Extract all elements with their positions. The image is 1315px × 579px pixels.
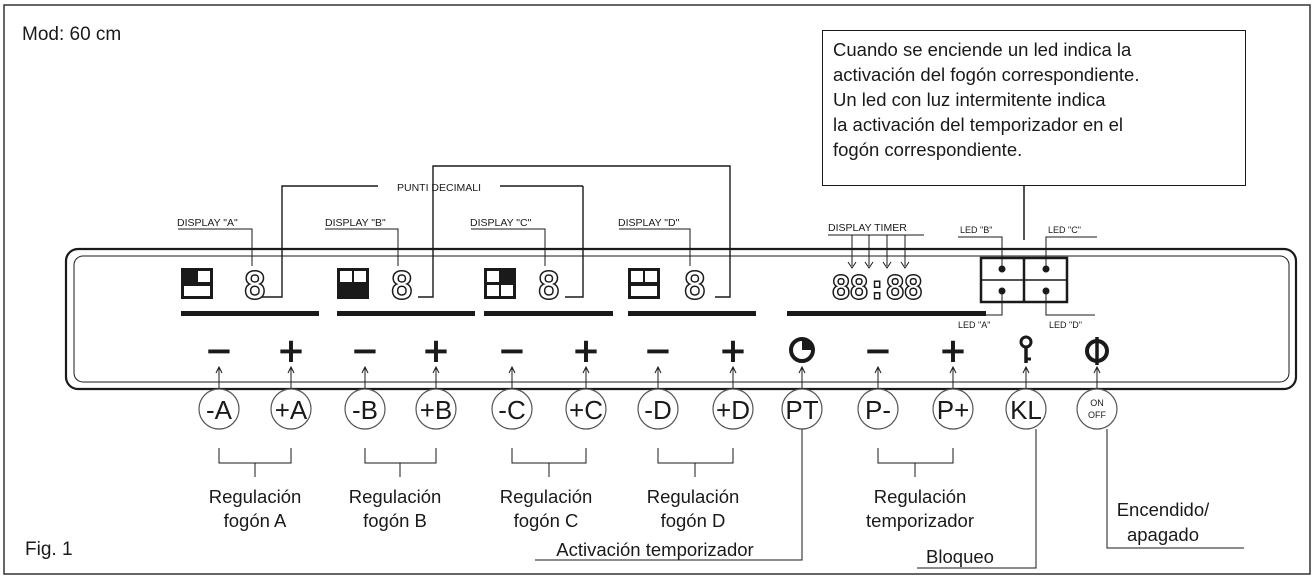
minus-a-button-label: -A <box>206 395 233 425</box>
display-c-label: DISPLAY "C" <box>470 217 532 229</box>
plus-c-button-label: +C <box>569 395 603 425</box>
minus-b-button[interactable] <box>344 388 386 430</box>
key-lock-icon <box>1019 335 1033 363</box>
plus-a-button-label: +A <box>275 395 308 425</box>
plus-b-symbol: + <box>422 331 451 371</box>
timer-ticks <box>828 234 924 269</box>
minus-c-symbol: − <box>498 331 527 371</box>
reg-b-line2: fogón B <box>363 510 427 531</box>
plus-d-symbol: + <box>719 331 748 371</box>
lower-brackets <box>218 429 1244 569</box>
timer-plus-button[interactable] <box>932 388 974 430</box>
minus-c-button-label: -C <box>498 395 525 425</box>
reg-a-line2: fogón A <box>224 510 287 531</box>
on-off-button[interactable] <box>1076 388 1118 430</box>
minus-d-button[interactable] <box>637 388 679 430</box>
encendido-line1: Encendido/ <box>1117 499 1210 520</box>
note-line: fogón correspondiente. <box>833 139 1023 160</box>
plus-d-button-label: +D <box>716 395 750 425</box>
timer-plus-button-label: P+ <box>937 395 970 425</box>
minus-c-button[interactable] <box>491 388 533 430</box>
plus-c-symbol: + <box>572 331 601 371</box>
timer-display: 88:88 <box>832 271 922 306</box>
minus-b-symbol: − <box>351 331 380 371</box>
note-line: Un led con luz intermitente indica <box>833 89 1106 110</box>
minus-b-button-label: -B <box>352 395 378 425</box>
reg-timer-line1: Regulación <box>874 486 967 507</box>
bloqueo-label: Bloqueo <box>926 546 994 567</box>
reg-c-line1: Regulación <box>500 486 593 507</box>
led-c-label: LED "C" <box>1048 225 1081 235</box>
separator-bars <box>181 311 986 316</box>
display-d-label: DISPLAY "D" <box>618 217 680 229</box>
note-line: activación del fogón correspondiente. <box>833 64 1140 85</box>
reg-d-line2: fogón D <box>661 510 726 531</box>
encendido-line2: apagado <box>1127 524 1199 545</box>
display-labels: DISPLAY "A" DISPLAY "B" DISPLAY "C" DISP… <box>177 217 680 229</box>
led-a-label: LED "A" <box>958 320 990 330</box>
control-panel-inner <box>73 255 1290 383</box>
plus-d-button[interactable] <box>712 388 754 430</box>
led-block <box>958 236 1097 316</box>
plus-b-button[interactable] <box>415 388 457 430</box>
display-a-digit: 8 <box>244 266 266 307</box>
button-leader-lines <box>215 365 1101 390</box>
zone-c-indicator <box>484 268 516 299</box>
display-timer-label: DISPLAY TIMER <box>828 222 907 234</box>
minus-a-symbol: − <box>205 331 234 371</box>
timer-clock-icon <box>789 337 815 363</box>
reg-d-line1: Regulación <box>647 486 740 507</box>
display-d-digit: 8 <box>684 266 706 307</box>
display-b-digit: 8 <box>391 266 413 307</box>
zone-d-indicator <box>628 268 660 299</box>
display-a-label: DISPLAY "A" <box>177 217 238 229</box>
led-a <box>998 287 1006 295</box>
on-label: ON <box>1090 398 1104 408</box>
pt-button-label: PT <box>785 395 818 425</box>
control-panel-outer <box>64 247 1298 391</box>
plus-a-symbol: + <box>277 331 306 371</box>
activacion-label: Activación temporizador <box>556 539 753 560</box>
reg-c-line2: fogón C <box>514 510 579 531</box>
led-info-note: Cuando se enciende un led indica la acti… <box>822 30 1246 186</box>
figure-label: Fig. 1 <box>25 539 73 560</box>
key-lock-button[interactable] <box>1005 388 1047 430</box>
power-icon <box>1085 337 1109 365</box>
zone-a-indicator <box>181 268 213 299</box>
led-c <box>1042 265 1050 273</box>
off-label: OFF <box>1088 410 1106 420</box>
reg-b-line1: Regulación <box>349 486 442 507</box>
figure-frame <box>3 4 1311 575</box>
punti-decimali-brackets <box>260 165 731 298</box>
display-c-digit: 8 <box>538 266 560 307</box>
minus-d-symbol: − <box>644 331 673 371</box>
led-b <box>998 265 1006 273</box>
minus-timer-symbol: − <box>864 331 893 371</box>
model-label: Mod: 60 cm <box>22 24 121 45</box>
led-d-label: LED "D" <box>1049 320 1082 330</box>
punti-decimali-label: PUNTI DECIMALI <box>397 182 481 194</box>
zone-b-indicator <box>337 268 369 299</box>
kl-button-label: KL <box>1010 395 1042 425</box>
reg-timer-line2: temporizador <box>866 510 974 531</box>
plus-b-button-label: +B <box>420 395 453 425</box>
display-b-label: DISPLAY "B" <box>325 217 386 229</box>
plus-c-button[interactable] <box>565 388 607 430</box>
led-d <box>1042 287 1050 295</box>
reg-a-line1: Regulación <box>209 486 302 507</box>
minus-d-button-label: -D <box>644 395 671 425</box>
note-line: la activación del temporizador en el <box>833 114 1123 135</box>
minus-a-button[interactable] <box>198 388 240 430</box>
led-b-label: LED "B" <box>960 225 992 235</box>
plus-a-button[interactable] <box>270 388 312 430</box>
timer-minus-button-label: P- <box>865 395 891 425</box>
note-line: Cuando se enciende un led indica la <box>833 39 1132 60</box>
timer-minus-button[interactable] <box>857 388 899 430</box>
plus-timer-symbol: + <box>939 331 968 371</box>
